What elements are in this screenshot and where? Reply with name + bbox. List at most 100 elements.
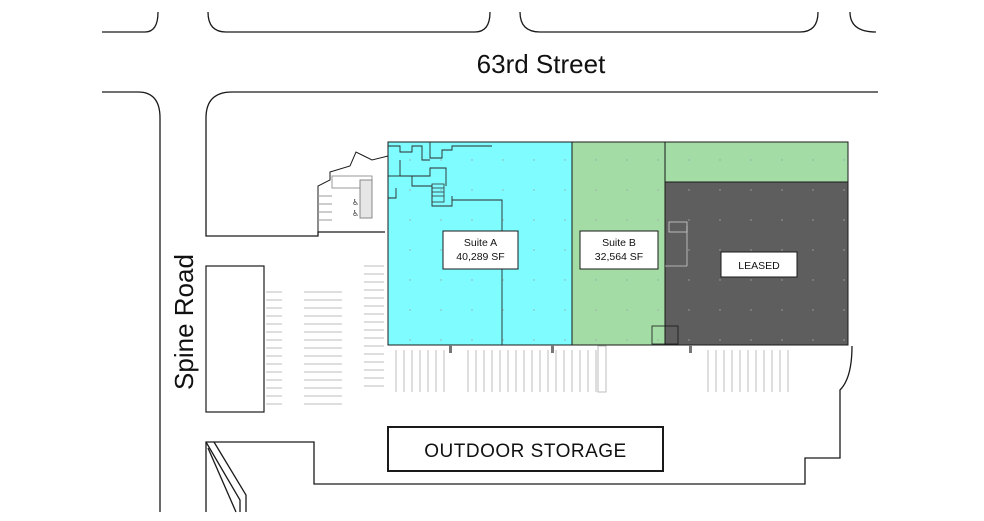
column-dot [595, 189, 597, 191]
accessible-parking-icon: ♿ ♿ [352, 198, 359, 218]
column-dot [564, 159, 566, 161]
column-dot [719, 339, 721, 341]
column-dot [812, 159, 814, 161]
column-dot [657, 219, 659, 221]
column-dot [533, 309, 535, 311]
suite-b-label-box [579, 230, 659, 270]
column-dot [626, 339, 628, 341]
column-dot [440, 159, 442, 161]
column-dot [440, 279, 442, 281]
svg-text:♿: ♿ [352, 198, 359, 207]
column-dot [409, 219, 411, 221]
column-dot [657, 159, 659, 161]
column-dot [533, 159, 535, 161]
column-dot [440, 309, 442, 311]
column-dot [471, 219, 473, 221]
north-strip-area [664, 141, 849, 183]
column-dot [533, 249, 535, 251]
svg-text:♿: ♿ [352, 209, 359, 218]
column-dot [409, 279, 411, 281]
column-dot [564, 219, 566, 221]
street-label-63rd: 63rd Street [477, 49, 606, 79]
suite-a-offices [388, 142, 503, 345]
column-dot [688, 279, 690, 281]
column-dot [626, 189, 628, 191]
column-dot [409, 189, 411, 191]
column-dot [440, 189, 442, 191]
column-dot [750, 279, 752, 281]
column-dot [533, 279, 535, 281]
column-dot [781, 309, 783, 311]
column-dot [564, 249, 566, 251]
column-dot [719, 219, 721, 221]
parking-stalls [266, 265, 789, 405]
column-dot [750, 219, 752, 221]
dock-doors [449, 345, 692, 353]
column-dot [533, 219, 535, 221]
column-dot [657, 309, 659, 311]
suite-a-label-box [442, 230, 519, 270]
column-dot [595, 279, 597, 281]
column-dot [719, 159, 721, 161]
column-dot [502, 159, 504, 161]
outdoor-storage-box [387, 426, 664, 472]
column-dot [564, 339, 566, 341]
column-dot [502, 219, 504, 221]
column-dot [843, 309, 845, 311]
road-curbs [102, 11, 878, 513]
column-dot [750, 249, 752, 251]
column-dot [719, 309, 721, 311]
leased-label-box [720, 251, 798, 278]
column-dot [626, 279, 628, 281]
column-dot [657, 279, 659, 281]
column-dot [471, 309, 473, 311]
column-dot [502, 279, 504, 281]
column-dot [843, 279, 845, 281]
column-dot [750, 339, 752, 341]
column-dot [471, 279, 473, 281]
column-dot [409, 309, 411, 311]
street-label-spine-road: Spine Road [169, 254, 199, 390]
column-dot [595, 339, 597, 341]
column-dot [843, 219, 845, 221]
column-dot [440, 219, 442, 221]
column-dot [843, 159, 845, 161]
column-dot [471, 339, 473, 341]
column-dot [595, 219, 597, 221]
column-dot [595, 159, 597, 161]
column-dot [564, 309, 566, 311]
entrance-ramp [317, 151, 389, 232]
suite-a-name: Suite A [464, 237, 497, 249]
column-dot [688, 219, 690, 221]
column-dot [843, 189, 845, 191]
column-dot [719, 249, 721, 251]
suite-b-name: Suite B [602, 237, 636, 249]
column-dot [626, 159, 628, 161]
column-dot [533, 339, 535, 341]
column-dot [657, 189, 659, 191]
column-dot [750, 189, 752, 191]
column-dot [781, 219, 783, 221]
parking-island [205, 265, 265, 413]
column-dot [688, 189, 690, 191]
leased-office [651, 221, 688, 345]
column-dot [409, 339, 411, 341]
loading-ramp [597, 345, 607, 393]
column-dot [626, 219, 628, 221]
column-dot [750, 159, 752, 161]
column-dot [781, 279, 783, 281]
column-dot [440, 339, 442, 341]
column-dot [471, 159, 473, 161]
suite-b-area-label: 32,564 SF [595, 251, 643, 263]
column-dot [843, 339, 845, 341]
column-dot [688, 339, 690, 341]
column-dot [564, 279, 566, 281]
column-dot [781, 159, 783, 161]
column-dot [812, 249, 814, 251]
column-dot [626, 309, 628, 311]
column-dot [440, 249, 442, 251]
column-dot [812, 219, 814, 221]
column-dot [471, 189, 473, 191]
suite-a-area-label: 40,289 SF [456, 251, 504, 263]
